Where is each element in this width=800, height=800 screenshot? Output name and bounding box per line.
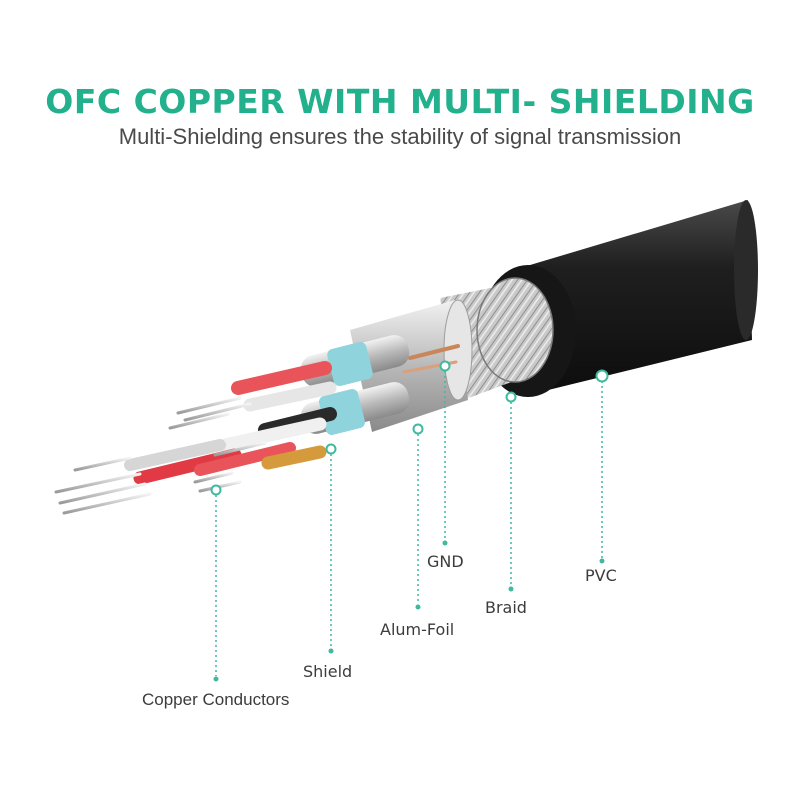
label-copper-conductors: Copper Conductors xyxy=(142,690,290,709)
bare-strands xyxy=(54,396,267,515)
subheadline: Multi-Shielding ensures the stability of… xyxy=(118,124,682,149)
headline: OFC COPPER WITH MULTI- SHIELDING xyxy=(45,82,755,121)
callout-leaders xyxy=(215,366,603,676)
label-alum-foil: Alum-Foil xyxy=(380,620,455,639)
insulated-conductors xyxy=(124,361,337,485)
label-shield: Shield xyxy=(303,662,353,681)
callout-dots xyxy=(210,360,609,682)
label-pvc: PVC xyxy=(585,566,617,585)
label-braid: Braid xyxy=(485,598,527,617)
label-gnd: GND xyxy=(427,552,464,571)
